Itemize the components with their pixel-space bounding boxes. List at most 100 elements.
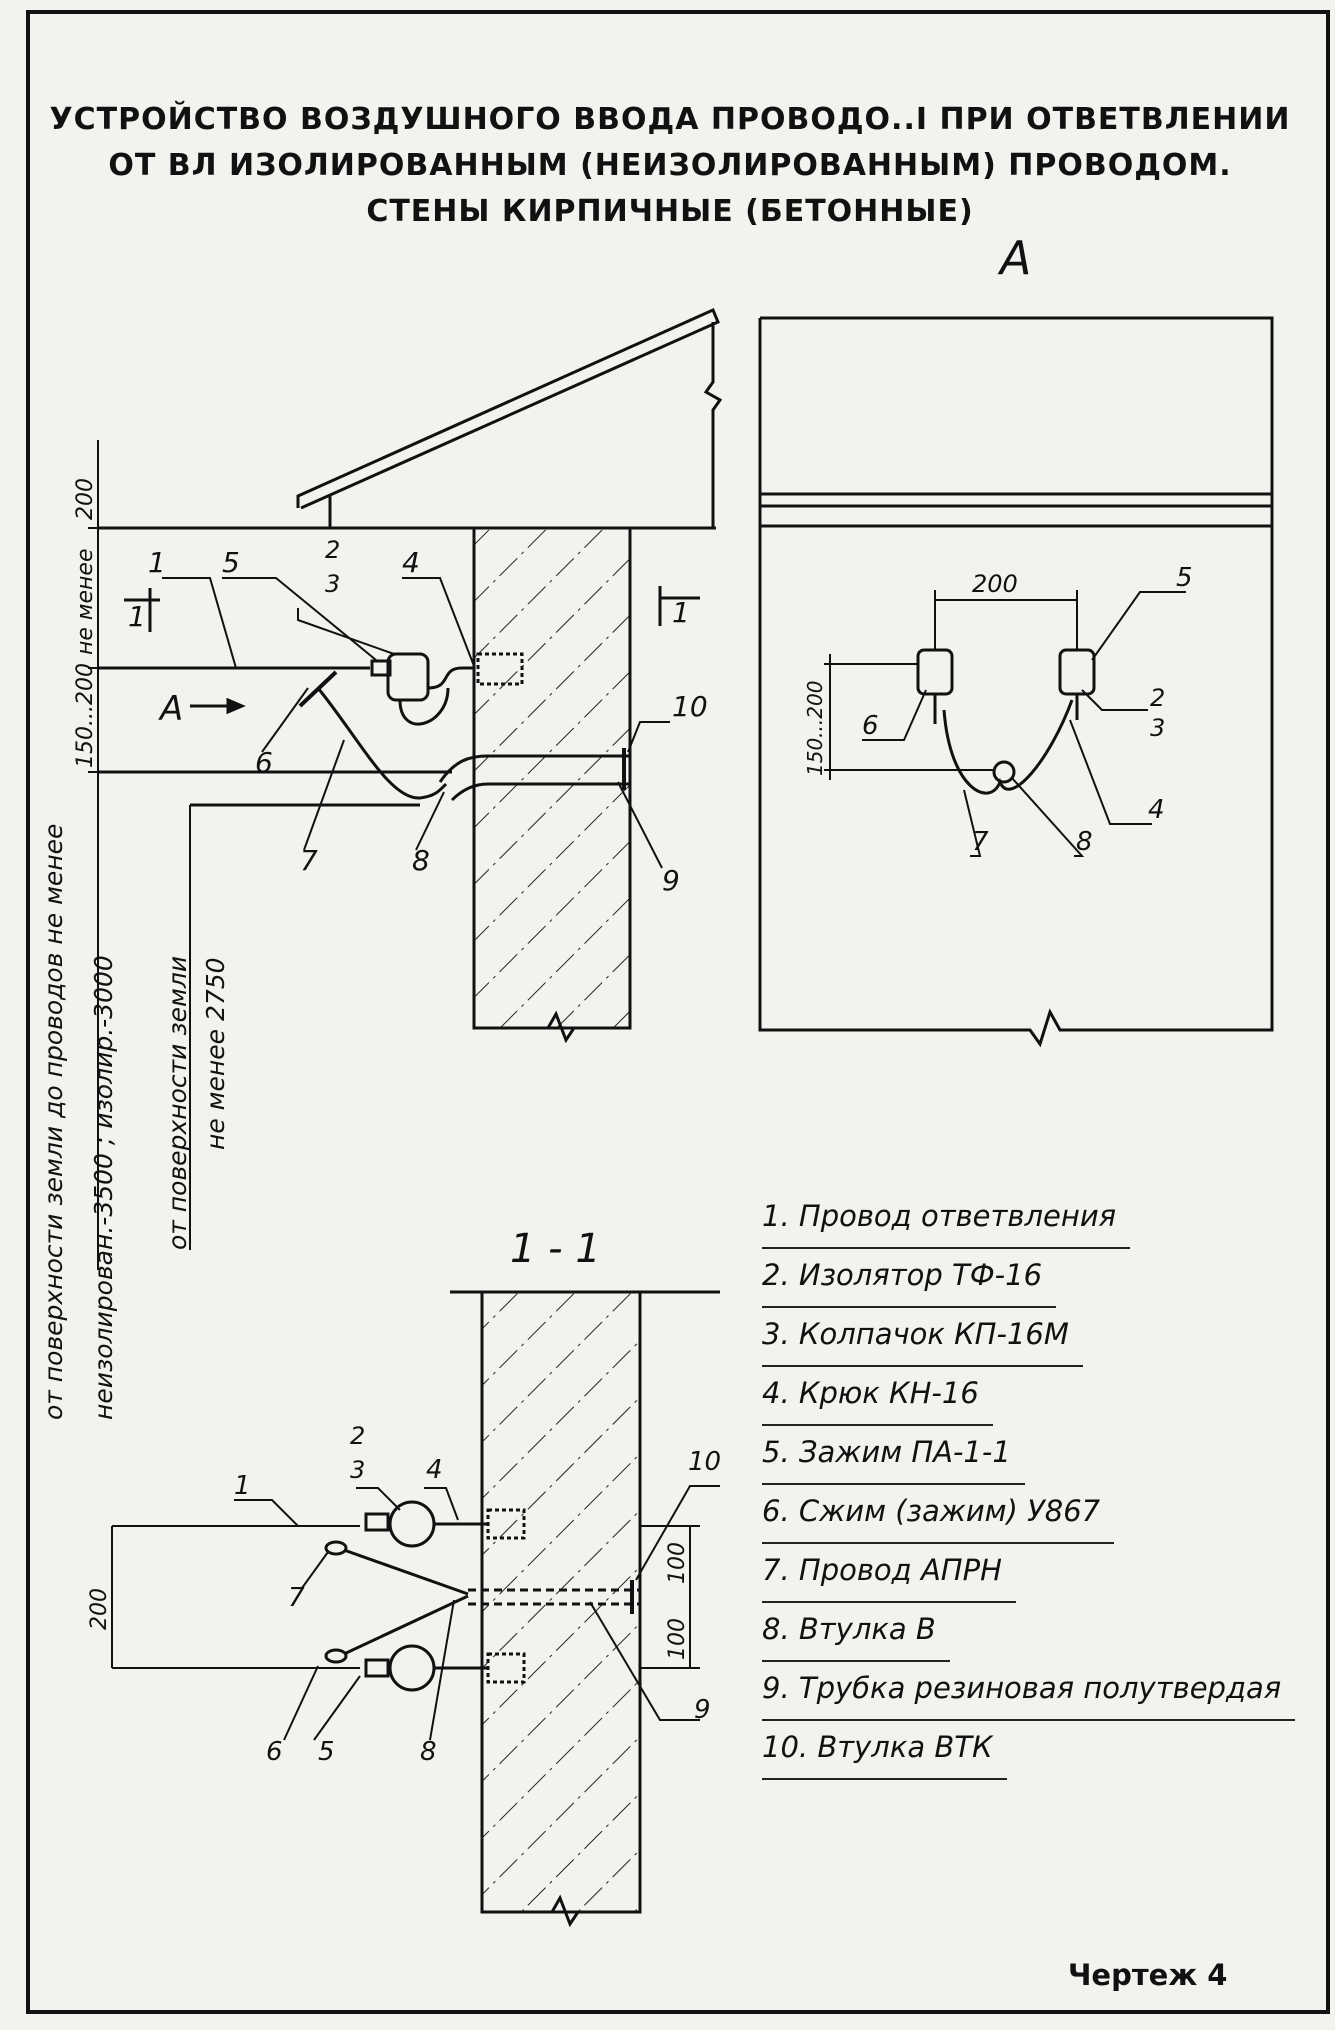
legend-item-6: 6. Сжим (зажим) У867 (762, 1485, 1115, 1544)
leader-2 (297, 608, 395, 655)
callout-a-6: 6 (862, 711, 879, 741)
clamp-6-upper (324, 1540, 348, 1556)
leader-s-6 (283, 1665, 319, 1741)
mid-note-line-2: не менее 2750 (201, 957, 230, 1150)
callout-5: 5 (222, 546, 240, 579)
dim-not-less: не менее (73, 549, 98, 656)
insulator-upper (388, 1500, 436, 1548)
insulator-lower (388, 1644, 436, 1692)
callout-s-1: 1 (234, 1471, 251, 1501)
arrow-a-label: А (158, 689, 183, 729)
callout-s-3: 3 (350, 1456, 365, 1484)
callout-s-9: 9 (694, 1695, 711, 1725)
sheet-frame (26, 10, 1330, 2014)
view-arrow-head (226, 697, 246, 715)
callout-s-10: 10 (688, 1447, 721, 1477)
callout-s-7: 7 (288, 1583, 305, 1613)
wire-upper (343, 1548, 469, 1596)
dim-200-main: 200 (73, 478, 98, 520)
hook (427, 666, 474, 690)
aprn-wire (942, 699, 1074, 795)
leader-s-5 (313, 1675, 361, 1741)
leader-s-2 (356, 1487, 401, 1511)
callout-s-4: 4 (426, 1455, 443, 1485)
callout-3: 3 (325, 570, 340, 598)
section-mark-label-left: 1 (128, 600, 146, 633)
view-a-frame (758, 316, 1274, 1048)
leader-s-1 (234, 1499, 299, 1527)
dim-150-200-view-a: 150...200 (803, 681, 827, 776)
leader-s-9 (589, 1601, 700, 1721)
hook-anchor (476, 652, 524, 686)
section-1-1 (111, 1290, 720, 1928)
parts-legend: 1. Провод ответвления 2. Изолятор ТФ-16 … (762, 1190, 1296, 1780)
leader-s-8 (429, 1599, 455, 1741)
leader-a-2 (1081, 689, 1148, 711)
dim-200-section: 200 (87, 1588, 112, 1630)
roof-slope (296, 308, 720, 510)
leader-5 (222, 577, 377, 661)
legend-item-7: 7. Провод АПРН (762, 1544, 1016, 1603)
clamp-upper (364, 1512, 390, 1532)
callout-s-2: 2 (350, 1422, 365, 1450)
dim-200-view-a: 200 (972, 570, 1018, 598)
callout-a-4: 4 (1148, 795, 1165, 825)
leader-s-10 (635, 1485, 720, 1581)
section-mark-label-right: 1 (672, 596, 690, 629)
callout-2: 2 (325, 536, 340, 564)
leader-a-6 (862, 689, 927, 741)
section-wall (480, 1290, 642, 1914)
leader-9 (617, 781, 663, 869)
leader-a-5 (1091, 591, 1186, 661)
callout-a-2: 2 (1150, 684, 1165, 712)
callout-7: 7 (300, 844, 318, 877)
leader-4 (402, 577, 475, 667)
section-break (482, 1894, 640, 1928)
mid-note-line-1: от поверхности земли (163, 956, 192, 1250)
title-line-1: УСТРОЙСТВО ВОЗДУШНОГО ВВОДА ПРОВОДО..I П… (49, 102, 1291, 137)
legend-item-9: 9. Трубка резиновая полутвердая (762, 1662, 1296, 1721)
callout-s-6: 6 (266, 1737, 283, 1767)
wall-section (472, 526, 632, 1030)
leader-s-4 (424, 1487, 459, 1521)
clamp-6-lower (324, 1648, 348, 1664)
callout-s-5: 5 (318, 1737, 335, 1767)
legend-item-8: 8. Втулка В (762, 1603, 950, 1662)
insulator-right (1058, 648, 1096, 696)
leader-10 (627, 721, 670, 753)
callout-8: 8 (412, 844, 430, 877)
callout-a-3: 3 (1150, 714, 1165, 742)
wire-lower (343, 1594, 469, 1656)
section-label: 1 - 1 (510, 1226, 601, 1272)
leader-6 (261, 687, 309, 753)
sleeve-v (992, 760, 1016, 784)
leader-a-4 (1069, 719, 1152, 825)
leader-a-7 (963, 789, 982, 857)
view-a-label: А (997, 231, 1031, 285)
sheet-number: Чертеж 4 (1068, 1958, 1228, 1992)
title-line-3: СТЕНЫ КИРПИЧНЫЕ (БЕТОННЫЕ) (366, 194, 974, 229)
wire-loop (398, 687, 450, 726)
legend-item-2: 2. Изолятор ТФ-16 (762, 1249, 1057, 1308)
legend-item-1: 1. Провод ответвления (762, 1190, 1131, 1249)
leader-a-8 (1011, 777, 1085, 857)
view-a (758, 316, 1274, 1048)
callout-9: 9 (662, 864, 680, 897)
title-line-2: ОТ ВЛ ИЗОЛИРОВАННЫМ (НЕИЗОЛИРОВАННЫМ) ПР… (108, 148, 1232, 183)
insulator (386, 652, 430, 702)
anchor-lower (486, 1652, 526, 1684)
leader-s-7 (301, 1551, 329, 1589)
callout-4: 4 (402, 546, 420, 579)
dim-100-upper: 100 (665, 1542, 690, 1584)
wire-aprn (316, 687, 448, 800)
leader-8 (415, 791, 445, 851)
callout-s-8: 8 (420, 1737, 437, 1767)
main-view (88, 308, 723, 1270)
clamp-lower (364, 1658, 390, 1678)
legend-item-4: 4. Крюк КН-16 (762, 1367, 993, 1426)
legend-item-10: 10. Втулка ВТК (762, 1721, 1007, 1780)
callout-10: 10 (672, 690, 708, 723)
leader-7 (303, 739, 345, 851)
